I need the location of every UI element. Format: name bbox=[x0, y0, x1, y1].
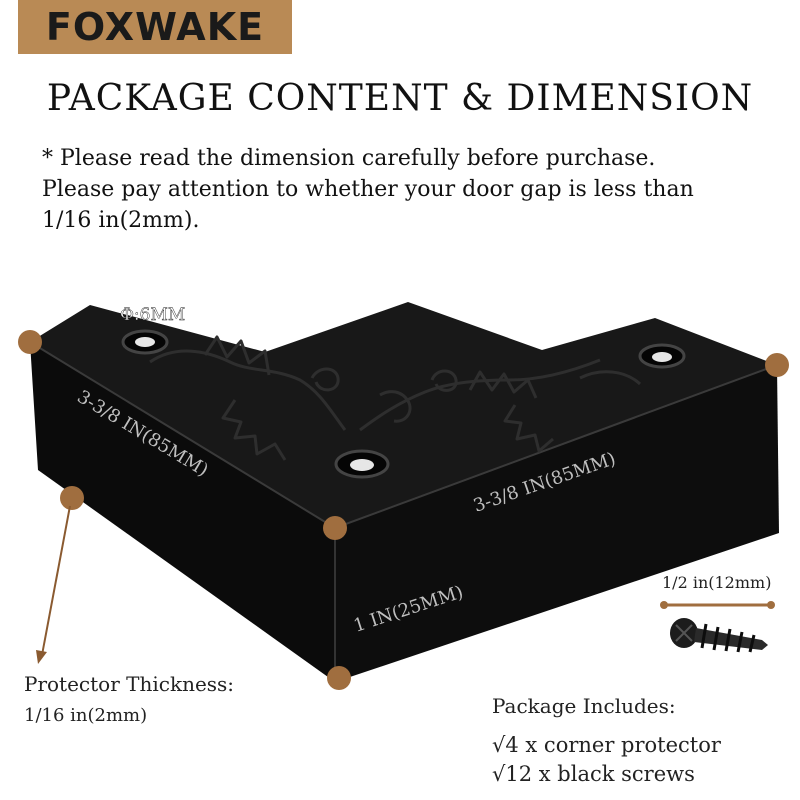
hole-diameter-label: Φ:6MM bbox=[120, 305, 185, 325]
decorative-pattern bbox=[149, 335, 642, 461]
marker-dot bbox=[323, 516, 347, 540]
right-side-face bbox=[335, 365, 779, 682]
marker-dot bbox=[18, 330, 42, 354]
package-includes-title: Package Includes: bbox=[492, 694, 676, 718]
screw-hole-2 bbox=[638, 343, 686, 369]
marker-dot bbox=[765, 353, 789, 377]
brand-banner: FOXWAKE bbox=[18, 0, 292, 54]
screw-hole-1 bbox=[121, 329, 169, 355]
note-line: * Please read the dimension carefully be… bbox=[42, 146, 656, 171]
marker-dot bbox=[327, 666, 351, 690]
marker-dot bbox=[767, 601, 775, 609]
top-face bbox=[30, 302, 777, 528]
screw-hole-3 bbox=[334, 449, 390, 479]
thickness-label: Protector Thickness: bbox=[24, 672, 235, 696]
left-side-face bbox=[30, 342, 335, 682]
note-line: 1/16 in(2mm). bbox=[42, 208, 200, 233]
screw-icon bbox=[670, 618, 768, 653]
thickness-pointer-line bbox=[41, 505, 71, 656]
thickness-pointer-arrowhead bbox=[36, 650, 47, 664]
package-item: √12 x black screws bbox=[492, 762, 695, 786]
marker-dot bbox=[660, 601, 668, 609]
package-item: √4 x corner protector bbox=[492, 733, 721, 757]
screw-size-label: 1/2 in(12mm) bbox=[662, 573, 772, 592]
page-title: PACKAGE CONTENT & DIMENSION bbox=[46, 78, 754, 119]
brand-logo-text: FOXWAKE bbox=[45, 5, 265, 49]
note-line: Please pay attention to whether your doo… bbox=[42, 177, 694, 202]
thickness-value: 1/16 in(2mm) bbox=[24, 705, 148, 726]
purchase-note: * Please read the dimension carefully be… bbox=[42, 143, 782, 236]
marker-dot bbox=[60, 486, 84, 510]
